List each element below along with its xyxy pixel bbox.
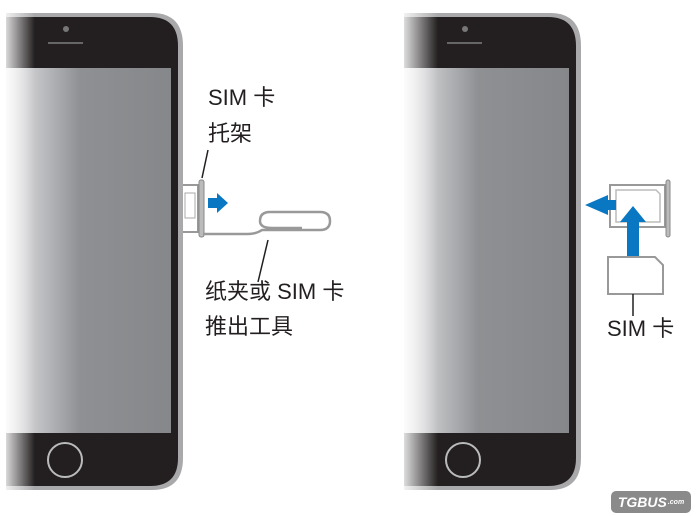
sim-card-label: SIM 卡 [607, 316, 675, 341]
tool-leader-line [257, 239, 269, 283]
tool-label-line1: 纸夹或 SIM 卡 [205, 279, 345, 304]
home-button-icon [445, 442, 481, 478]
tool-label-line2: 推出工具 [205, 314, 294, 339]
eject-arrow-icon [208, 193, 228, 213]
tray-label-line1: SIM 卡 [208, 85, 276, 110]
speaker-icon [48, 42, 83, 44]
camera-icon [462, 26, 468, 32]
watermark: TGBUS.com [611, 491, 691, 513]
watermark-suffix: .com [667, 498, 685, 506]
sim-tray-ejecting [183, 179, 205, 238]
paperclip-icon [203, 210, 332, 236]
tray-label-line2: 托架 [208, 121, 253, 146]
sim-tray-removed [609, 179, 671, 238]
insert-arrow-icon [585, 195, 616, 215]
left-iphone [0, 10, 183, 495]
tray-leader-line [201, 149, 209, 179]
up-arrow-icon [620, 206, 646, 256]
right-iphone [398, 10, 581, 495]
sim-card-icon [607, 256, 664, 295]
camera-icon [63, 26, 69, 32]
home-button-icon [47, 442, 83, 478]
speaker-icon [447, 42, 482, 44]
watermark-text: TGBUS [617, 494, 667, 510]
